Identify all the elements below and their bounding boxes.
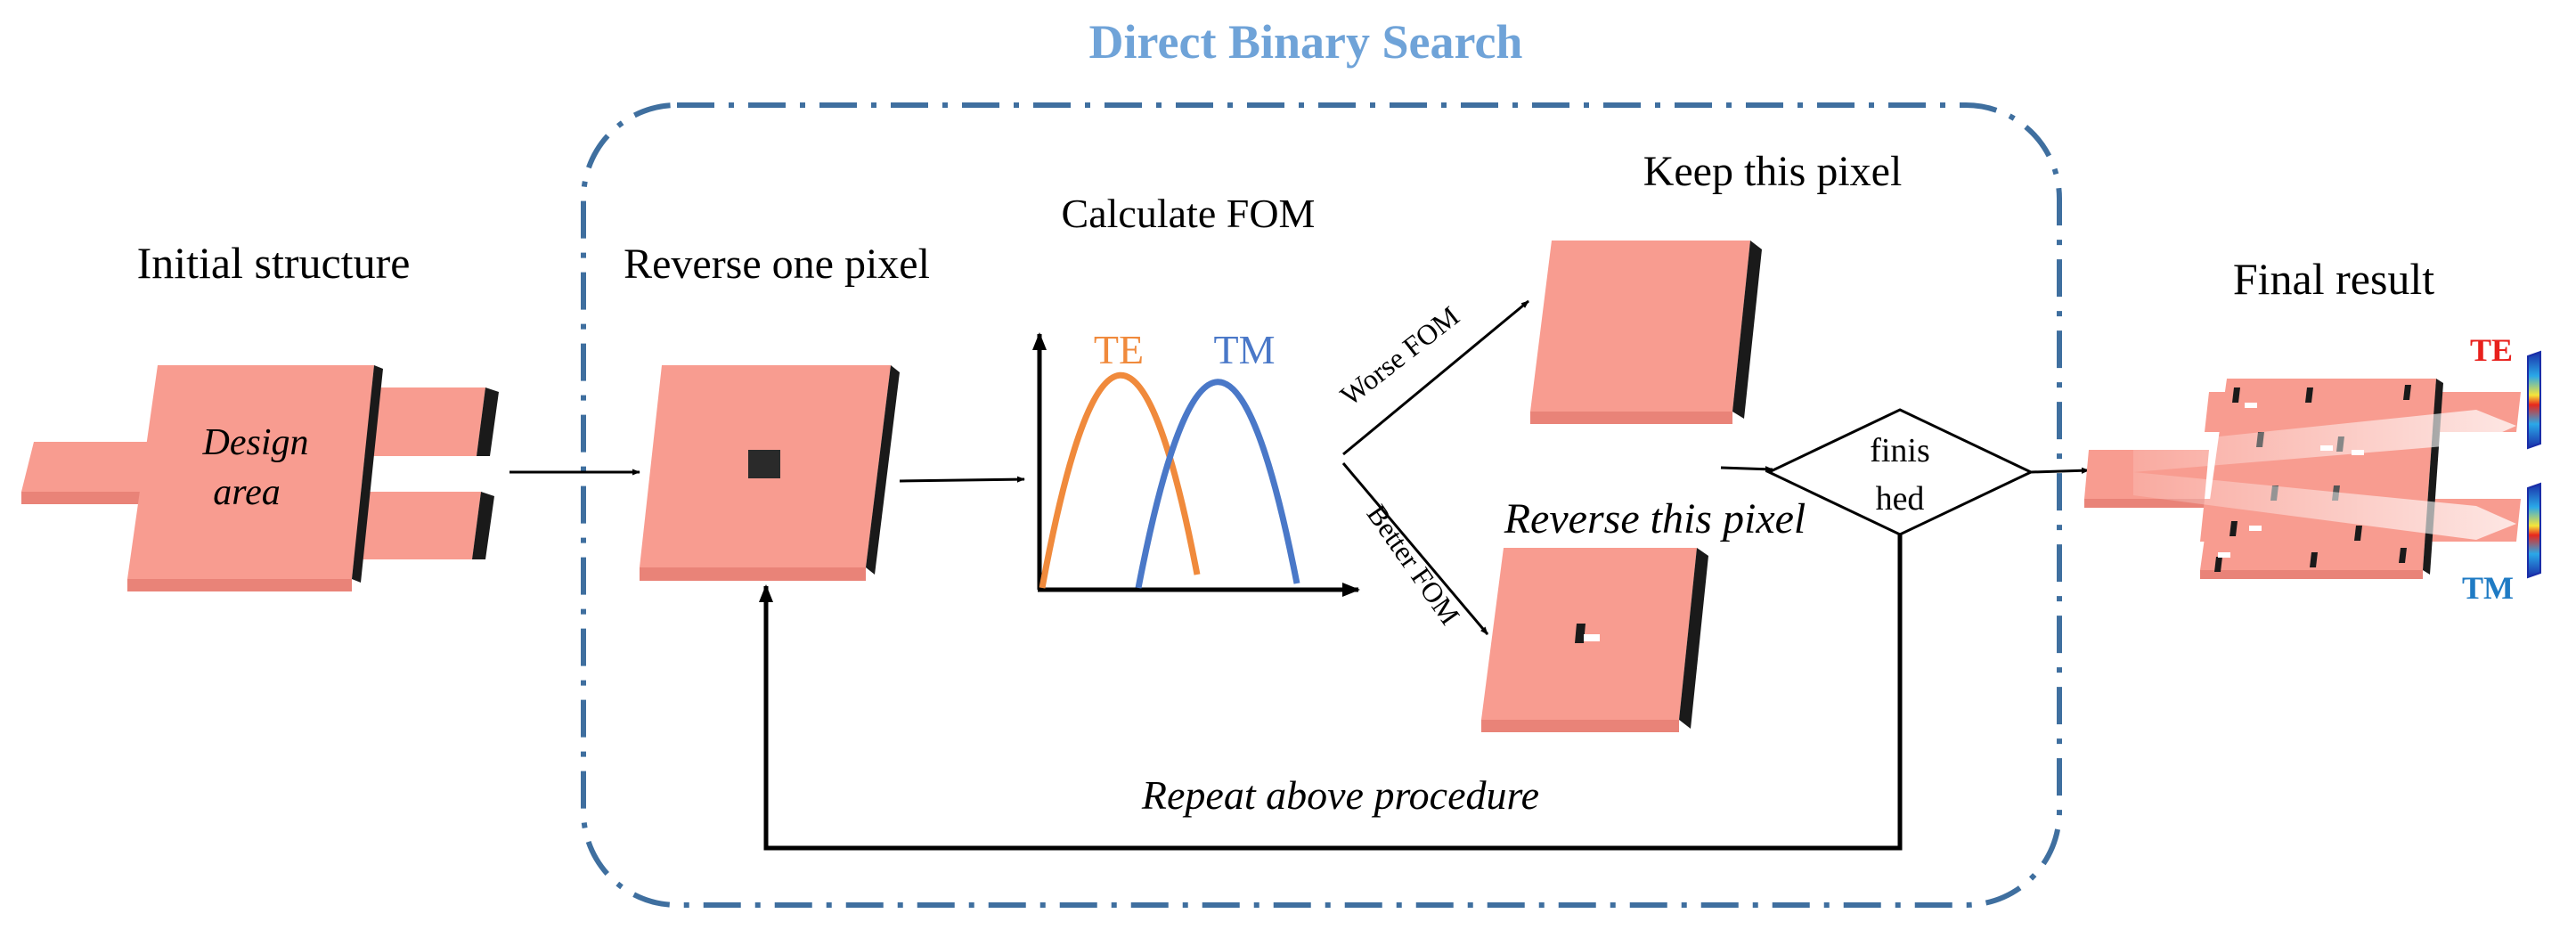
reverse-this-pixel-label: Reverse this pixel <box>1504 495 1806 542</box>
reverse-one-pixel-label: Reverse one pixel <box>624 241 930 288</box>
arrow-to-finished <box>1720 466 1773 473</box>
final-tm-label: TM <box>2462 570 2514 606</box>
tm-mode-profile <box>2527 482 2541 579</box>
worse-fom-label: Worse FOM <box>1334 299 1465 412</box>
te-curve <box>1039 371 1201 589</box>
final-result-label: Final result <box>2233 254 2434 304</box>
te-curve-label: TE <box>1094 327 1144 372</box>
dbs-frame <box>581 102 2062 908</box>
te-beam <box>2133 410 2516 472</box>
arrow-better-fom <box>1341 462 1489 635</box>
reversed-pixel <box>748 450 780 478</box>
initial-structure-label: Initial structure <box>137 238 411 288</box>
finished-label-line1: finis <box>1870 432 1930 469</box>
arrow-reverse-to-fom <box>899 476 1025 483</box>
te-mode-profile <box>2527 350 2541 450</box>
keep-pixel-block <box>1530 241 1762 424</box>
design-area-label-line1: Design <box>202 422 309 463</box>
loop-back-path <box>759 534 1903 851</box>
fom-chart: TE TM <box>1032 327 1360 597</box>
finished-label-line2: hed <box>1876 480 1925 518</box>
tm-beam <box>2133 472 2516 540</box>
reverse-pixel-block <box>1481 548 1708 732</box>
final-result-block <box>2084 350 2541 579</box>
initial-structure-block <box>21 365 499 591</box>
keep-this-pixel-label: Keep this pixel <box>1643 148 1903 195</box>
arrow-worse-fom <box>1342 299 1529 456</box>
tm-curve <box>1135 379 1300 589</box>
tm-curve-label: TM <box>1214 327 1276 372</box>
diagram-title: Direct Binary Search <box>1089 15 1523 69</box>
repeat-label: Repeat above procedure <box>1141 772 1539 818</box>
restored-pixel <box>1575 624 1586 643</box>
better-fom-label: Better FOM <box>1361 499 1467 631</box>
final-te-label: TE <box>2470 332 2513 368</box>
design-area-label-line2: area <box>213 472 280 513</box>
reverse-one-pixel-block <box>640 365 900 581</box>
calculate-fom-label: Calculate FOM <box>1062 191 1316 236</box>
arrow-to-final <box>2030 467 2090 474</box>
